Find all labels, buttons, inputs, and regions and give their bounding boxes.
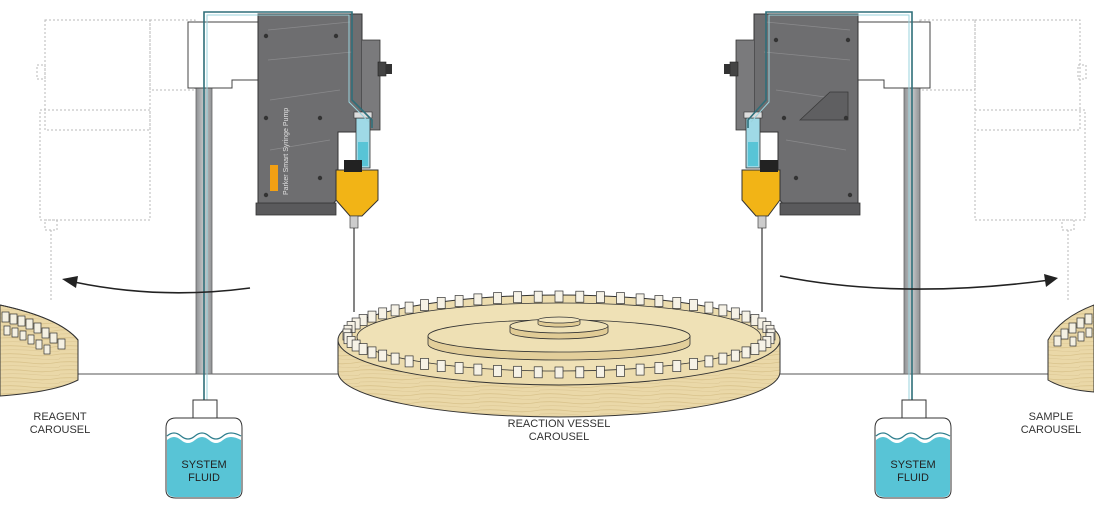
pump-product-line2: Syringe Pump — [283, 107, 290, 152]
reaction-vessel-cup — [718, 352, 728, 365]
sample-carousel — [1047, 304, 1094, 393]
reaction-vessel-cup — [741, 310, 751, 323]
left-system-fluid-label: SYSTEM FLUID — [181, 459, 227, 484]
reagent-carousel — [0, 304, 79, 397]
reaction-vessel-cup — [704, 301, 714, 314]
reaction-vessel-cup — [533, 366, 543, 379]
reaction-vessel-cup — [358, 343, 368, 355]
pump-product-line1: Smart — [283, 153, 290, 173]
reaction-vessel-cup — [420, 358, 429, 370]
left-tubing — [203, 11, 373, 410]
reaction-vessel-cup — [473, 293, 483, 306]
reaction-vessel-cup — [635, 363, 645, 376]
reaction-vessel-cup — [672, 297, 682, 309]
sample-carousel-label: SAMPLE CAROUSEL — [1020, 411, 1082, 436]
reaction-vessel-cup — [436, 360, 446, 372]
reaction-vessel-cup — [378, 307, 388, 320]
reaction-vessel-carousel-label: REACTION VESSEL CAROUSEL — [507, 418, 611, 443]
reaction-vessel-cup — [672, 360, 682, 372]
reaction-vessel-carousel — [337, 290, 781, 418]
reaction-vessel-cup — [616, 365, 625, 377]
reaction-vessel-cup — [367, 346, 377, 359]
pump-brand: Parker — [283, 174, 290, 195]
reaction-vessel-cup — [454, 295, 464, 307]
left-rotation-arrow — [73, 281, 251, 294]
reaction-vessel-cup — [404, 355, 414, 368]
reaction-vessel-cup — [390, 304, 400, 317]
reaction-vessel-cup — [575, 366, 585, 379]
reaction-vessel-cup — [533, 290, 543, 303]
reaction-vessel-cup — [454, 362, 464, 374]
left-pump-assembly — [187, 11, 392, 410]
right-tubing — [747, 11, 913, 410]
reaction-vessel-cup — [689, 299, 698, 311]
reaction-vessel-cup — [554, 290, 564, 303]
left-ghost-pump — [36, 19, 196, 300]
reaction-vessel-cup — [493, 292, 502, 304]
reaction-vessel-cup — [741, 346, 751, 359]
reaction-vessel-cup — [420, 299, 429, 311]
reaction-vessel-cups — [342, 290, 776, 379]
reaction-vessel-cup — [554, 366, 564, 379]
reaction-vessel-cup — [596, 365, 605, 378]
reaction-vessel-cup — [473, 363, 483, 376]
reaction-vessel-cup — [493, 365, 502, 377]
left-valve-head — [335, 169, 379, 217]
right-fluid-bottle — [874, 399, 952, 499]
reaction-vessel-cup — [654, 362, 664, 374]
reaction-vessel-cup — [718, 304, 728, 317]
reaction-vessel-cup — [635, 293, 645, 306]
reaction-vessel-cup — [730, 349, 740, 362]
right-valve-head — [741, 169, 781, 217]
reagent-carousel-label: REAGENT CAROUSEL — [29, 411, 91, 436]
reaction-vessel-cup — [513, 291, 522, 304]
reaction-vessel-cup — [616, 292, 625, 304]
reaction-vessel-cup — [378, 349, 388, 362]
reaction-vessel-cup — [750, 343, 760, 355]
reaction-vessel-cup — [404, 301, 414, 314]
reaction-vessel-cup — [689, 358, 698, 370]
reaction-vessel-cup — [730, 307, 740, 320]
reaction-vessel-cup — [575, 290, 585, 303]
reaction-vessel-cup — [654, 295, 664, 307]
reaction-vessel-cup — [596, 291, 605, 304]
left-fluid-bottle — [165, 399, 243, 499]
right-rotation-arrow — [779, 275, 1051, 290]
right-pump-assembly — [724, 11, 931, 410]
reaction-vessel-cup — [390, 352, 400, 365]
reaction-vessel-cup — [513, 365, 522, 378]
reaction-vessel-cup — [367, 310, 377, 323]
right-system-fluid-label: SYSTEM FLUID — [890, 459, 936, 484]
right-ghost-pump — [919, 19, 1087, 300]
left-brand-badge — [270, 165, 278, 191]
pump-brand-text: Parker Smart Syringe Pump — [283, 108, 290, 195]
reaction-vessel-cup — [436, 297, 446, 309]
reaction-vessel-cup — [704, 355, 714, 368]
